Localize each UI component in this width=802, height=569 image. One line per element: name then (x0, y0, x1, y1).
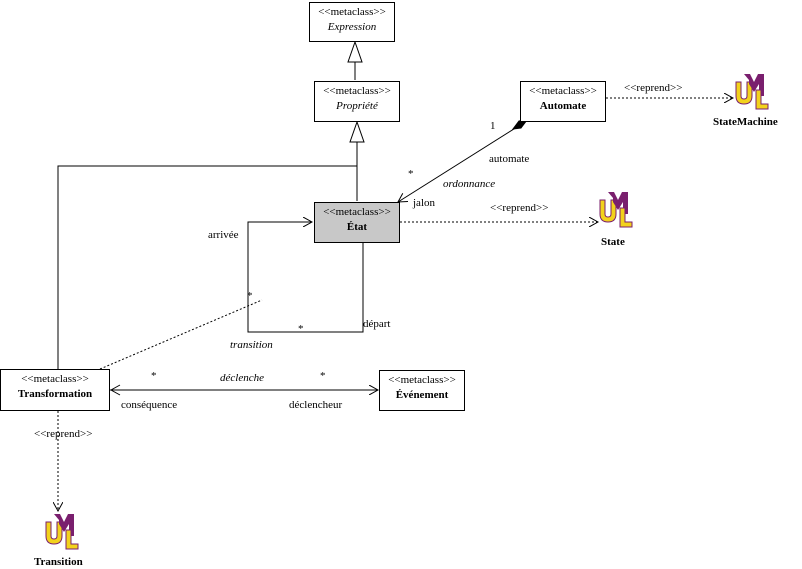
class-transformation-name: Transformation (17, 388, 93, 400)
class-transformation-stereotype: <<metaclass>> (21, 373, 89, 385)
transition-name: transition (230, 339, 273, 351)
class-evenement-stereotype: <<metaclass>> (388, 374, 456, 386)
class-expression-name: Expression (327, 21, 377, 33)
uml-state-icon[interactable] (598, 190, 634, 230)
class-automate-stereotype: <<metaclass>> (529, 85, 597, 97)
class-etat[interactable]: <<metaclass>> État (314, 202, 400, 243)
ordonnance-mult-automate: 1 (490, 120, 496, 132)
reprend-statemachine-label: <<reprend>> (624, 82, 683, 94)
reprend-state-label: <<reprend>> (490, 202, 549, 214)
assoc-transition-self[interactable] (247, 222, 364, 333)
ordonnance-name: ordonnance (443, 178, 496, 190)
class-evenement[interactable]: <<metaclass>> Événement (379, 370, 465, 411)
class-etat-stereotype: <<metaclass>> (323, 206, 391, 218)
ordonnance-role-jalon: jalon (413, 197, 435, 209)
class-transformation[interactable]: <<metaclass>> Transformation (0, 369, 110, 411)
uml-statemachine-icon[interactable] (734, 72, 770, 112)
class-propriete-name: Propriété (336, 100, 378, 112)
uml-statemachine-label: StateMachine (713, 116, 778, 128)
assoc-class-link[interactable] (99, 299, 263, 370)
class-propriete-stereotype: <<metaclass>> (323, 85, 391, 97)
class-expression[interactable]: <<metaclass>> Expression (309, 2, 395, 42)
uml-transition-icon[interactable] (44, 512, 80, 552)
class-etat-name: État (346, 221, 368, 233)
gen-transformation-propriete[interactable] (57, 165, 357, 369)
uml-transition-label: Transition (34, 556, 83, 568)
declenche-mult-left: * (151, 370, 157, 382)
gen-triangle-propriete (349, 120, 365, 143)
gen-triangle-expression (347, 40, 363, 63)
declenche-role-consequence: conséquence (121, 399, 178, 411)
transition-mult-self: * (247, 290, 253, 302)
uml-state-label: State (601, 236, 625, 248)
transition-role-depart: départ (363, 318, 391, 330)
class-expression-stereotype: <<metaclass>> (318, 6, 386, 18)
declenche-role-declencheur: déclencheur (289, 399, 343, 411)
ordonnance-mult-jalon: * (408, 168, 414, 180)
declenche-name: déclenche (220, 372, 264, 384)
class-propriete[interactable]: <<metaclass>> Propriété (314, 81, 400, 122)
transition-mult-depart: * (298, 323, 304, 335)
reprend-transition-label: <<reprend>> (34, 428, 93, 440)
class-evenement-name: Événement (395, 389, 449, 401)
declenche-mult-right: * (320, 370, 326, 382)
assoc-ordonnance-line[interactable] (398, 121, 526, 202)
class-automate[interactable]: <<metaclass>> Automate (520, 81, 606, 122)
declenche-arrow-left (109, 384, 121, 396)
transition-role-arrivee: arrivée (208, 229, 239, 241)
class-automate-name: Automate (539, 100, 587, 112)
ordonnance-role-automate: automate (489, 153, 530, 165)
